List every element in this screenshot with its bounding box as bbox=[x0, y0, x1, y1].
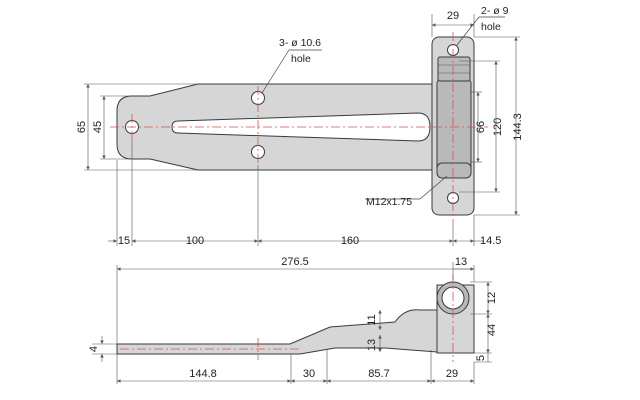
pin-holes-note: 2- ø 9 bbox=[481, 5, 509, 17]
dim-13-top: 13 bbox=[455, 256, 467, 268]
dim-45: 45 bbox=[92, 121, 104, 133]
thread-note: M12x1.75 bbox=[366, 196, 412, 208]
dim-15: 15 bbox=[118, 235, 130, 247]
dim-120: 120 bbox=[492, 118, 504, 136]
dim-4: 4 bbox=[88, 346, 100, 352]
dim-144-3: 144.3 bbox=[512, 113, 524, 141]
pin-holes-note-hole: hole bbox=[481, 21, 501, 33]
dim-5: 5 bbox=[475, 355, 487, 361]
dim-44: 44 bbox=[486, 324, 498, 336]
barrel-collar bbox=[436, 162, 472, 179]
dim-13-bend: 13 bbox=[366, 339, 378, 351]
mount-holes-note-hole: hole bbox=[291, 53, 311, 65]
dim-276-5: 276.5 bbox=[281, 256, 309, 268]
dim-29-bottom: 29 bbox=[446, 368, 458, 380]
mount-holes-note: 3- ø 10.6 bbox=[279, 37, 321, 49]
dim-29-top: 29 bbox=[447, 10, 459, 22]
side-view: 276.5 13 12 44 5 4 11 13 bbox=[88, 256, 498, 384]
dim-160: 160 bbox=[341, 235, 359, 247]
leaf-profile bbox=[116, 309, 438, 355]
hinge-nut bbox=[437, 56, 471, 82]
dim-66: 66 bbox=[475, 121, 487, 133]
dim-30: 30 bbox=[303, 368, 315, 380]
top-view: 65 45 29 2- ø 9 hole 3- ø 10.6 hole M12x… bbox=[76, 5, 524, 247]
dim-14-5: 14.5 bbox=[480, 235, 501, 247]
dim-65: 65 bbox=[76, 121, 88, 133]
dim-100: 100 bbox=[186, 235, 204, 247]
dim-144-8: 144.8 bbox=[189, 368, 217, 380]
dim-12: 12 bbox=[486, 292, 498, 304]
dim-11: 11 bbox=[366, 314, 378, 325]
dim-85-7: 85.7 bbox=[368, 368, 389, 380]
